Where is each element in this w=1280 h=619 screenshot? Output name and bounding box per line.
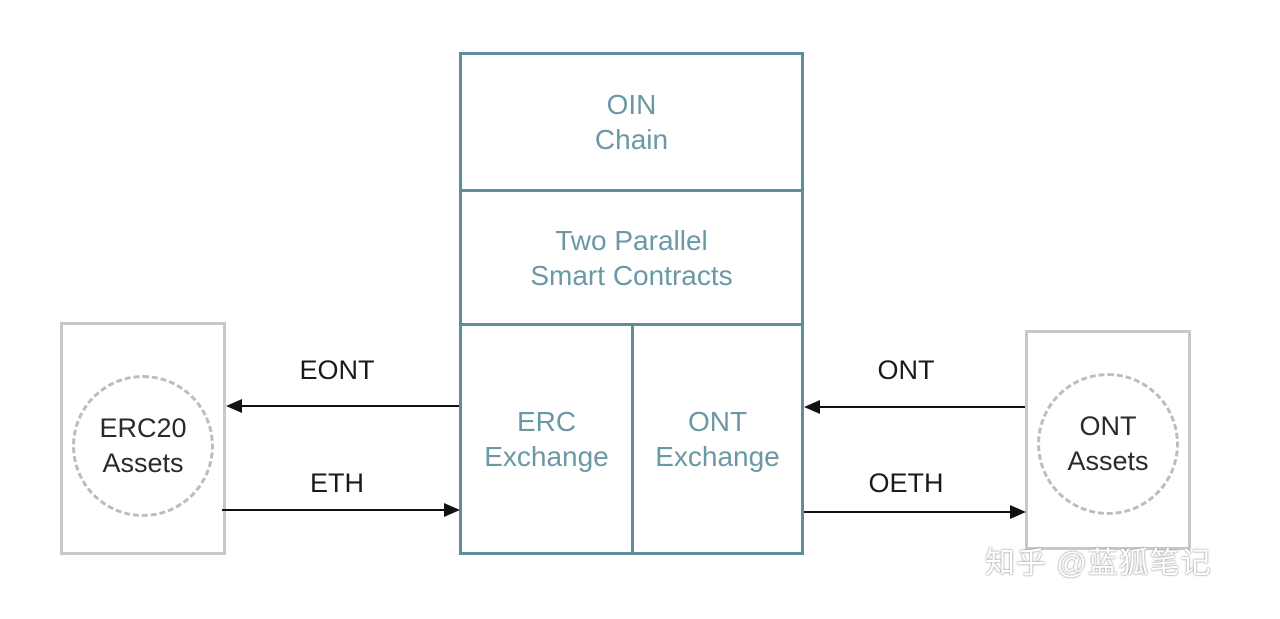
erc20-assets-line1: ERC20 <box>99 413 187 443</box>
eth-arrow-label: ETH <box>310 468 364 498</box>
smart-contracts-box: Two Parallel Smart Contracts <box>459 189 804 326</box>
erc20-assets-box: ERC20 Assets <box>60 322 226 555</box>
ont-exchange-line2: Exchange <box>655 441 780 472</box>
erc-exchange-line1: ERC <box>516 406 577 437</box>
smart-contracts-line2: Smart Contracts <box>530 259 733 291</box>
eont-arrow-label: EONT <box>299 355 375 385</box>
ont-exchange-line1: ONT <box>687 406 748 437</box>
erc-exchange-line2: Exchange <box>484 441 609 472</box>
ont-assets-line2: Assets <box>1067 446 1149 476</box>
ont-assets-box: ONT Assets <box>1025 330 1191 550</box>
smart-contracts-line1: Two Parallel <box>555 224 708 256</box>
oin-chain-line1: OIN <box>606 89 657 120</box>
ont-arrow-label: ONT <box>877 355 935 385</box>
erc-exchange-box: ERC Exchange <box>459 323 634 555</box>
ont-assets-circle: ONT Assets <box>1037 373 1179 515</box>
ont-arrowhead-icon <box>804 400 820 414</box>
erc20-assets-line2: Assets <box>102 448 184 478</box>
oin-chain-line2: Chain <box>594 124 669 155</box>
oin-chain-box: OIN Chain <box>459 52 804 192</box>
oeth-arrow-label: OETH <box>868 468 944 498</box>
eth-arrowhead-icon <box>444 503 460 517</box>
eont-arrow-line <box>240 405 459 407</box>
eth-arrow-line <box>222 509 444 511</box>
erc20-assets-circle: ERC20 Assets <box>72 375 214 517</box>
ont-assets-line1: ONT <box>1079 411 1137 441</box>
watermark: 知乎 @蓝狐笔记 <box>985 547 1212 580</box>
oeth-arrowhead-icon <box>1010 505 1026 519</box>
ont-exchange-box: ONT Exchange <box>631 323 804 555</box>
ont-arrow-line <box>818 406 1025 408</box>
eont-arrowhead-icon <box>226 399 242 413</box>
oeth-arrow-line <box>804 511 1010 513</box>
